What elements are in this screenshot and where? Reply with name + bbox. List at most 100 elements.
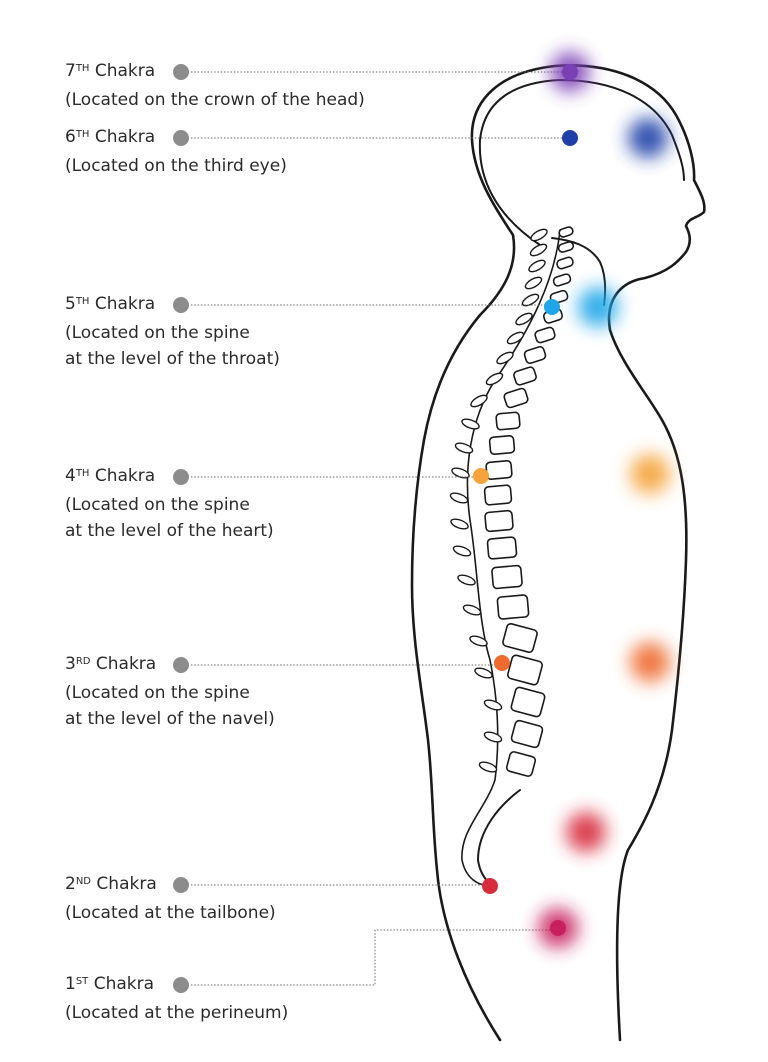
chakra-2-marker-dot [173,877,189,893]
chakra-5-glow [578,287,618,327]
vertebra-body [523,345,547,365]
vertebra-body [486,536,518,560]
chakra-3-label: 3RD Chakra (Located on the spine at the le… [65,651,275,732]
vertebra-process [529,243,548,257]
chakra-3-point [494,655,510,671]
chakra-7-title: 7TH Chakra [65,58,365,87]
vertebra-process [470,394,488,408]
chakra-4-glow [630,454,670,494]
chakra-6-label: 6TH Chakra (Located on the third eye) [65,124,287,179]
chakra-points [473,64,578,936]
vertebra-process [496,351,514,365]
chakra-word: Chakra [89,466,156,486]
chakra-3-marker-dot [173,657,189,673]
body-outline [410,64,706,1042]
chakra-2-title: 2ND Chakra [65,871,276,900]
chakra-1-label: 1ST Chakra (Located at the perineum) [65,971,288,1026]
skull-outline [478,78,685,246]
chakra-word: Chakra [89,294,156,314]
vertebra-process [506,331,525,345]
chakra-5-point [544,299,560,315]
chakra-7-point [562,64,578,80]
vertebra-body [505,751,537,777]
ordinal-suffix: ND [75,876,92,887]
chakra-7-label: 7TH Chakra (Located on the crown of the h… [65,58,365,113]
chakra-number: 7 [65,61,76,81]
chakra-word: Chakra [90,654,157,674]
vertebra-body [552,273,572,287]
vertebra-process [462,604,482,616]
vertebra-process [461,418,480,430]
chakra-4-description-line: (Located on the spine [65,495,250,515]
vertebra-body [496,594,530,620]
chakra-1-title: 1ST Chakra [65,971,288,1000]
vertebra-process [530,228,548,242]
chakra-word: Chakra [89,61,156,81]
vertebra-body [558,226,574,238]
vertebra-body [502,622,538,654]
chakra-6-description-line: (Located on the third eye) [65,156,287,176]
vertebra-process [454,442,474,454]
chakra-1-marker-dot [173,977,189,993]
chakra-3-description-line: (Located on the spine [65,683,250,703]
chakra-6-point [562,130,578,146]
ordinal-suffix: TH [75,468,90,479]
chakra-5-description-line: at the level of the throat) [65,349,280,369]
vertebra-body [485,459,513,481]
connector-lines [191,71,570,986]
vertebra-process [474,667,493,679]
chakra-number: 6 [65,127,76,147]
chakra-6-glow [628,118,668,158]
chakra-3-title: 3RD Chakra [65,651,275,680]
vertebra-process [469,635,488,647]
vertebrae [449,226,575,777]
vertebra-process [449,492,469,504]
chakra-5-marker-dot [173,297,189,313]
chakra-number: 2 [65,874,76,894]
chakra-5-description-line: (Located on the spine [65,323,250,343]
vertebra-process [515,312,533,326]
chakra-6-title: 6TH Chakra [65,124,287,153]
chakra-7-marker-dot [173,64,189,80]
chakra-word: Chakra [91,874,157,894]
ordinal-suffix: TH [75,129,90,140]
ordinal-suffix: TH [75,296,90,307]
spinal-canal [461,229,561,886]
chakra-5-label: 5TH Chakra (Located on the spine at the le… [65,291,280,372]
chakra-5-title: 5TH Chakra [65,291,280,320]
vertebra-process [452,545,472,557]
vertebra-body [513,366,537,386]
vertebra-process [483,699,503,711]
vertebra-process [483,731,503,743]
vertebra-process [450,518,469,530]
chakra-4-point [473,468,489,484]
chakra-glows [538,52,670,948]
vertebra-body [556,256,574,270]
chakra-number: 5 [65,294,76,314]
chakra-number: 1 [65,974,76,994]
chakra-number: 3 [65,654,76,674]
chakra-2-point [482,878,498,894]
chakra-2-description-line: (Located at the tailbone) [65,903,276,923]
chakra-4-title: 4TH Chakra [65,463,274,492]
vertebra-body [534,326,556,344]
chakra-word: Chakra [89,127,156,147]
chakra-number: 4 [65,466,76,486]
vertebra-process [478,761,498,773]
chakra-1-point [550,920,566,936]
vertebra-body [503,387,529,409]
chakra-1-connector [191,929,552,986]
vertebra-process [528,259,546,273]
vertebra-body [488,435,516,455]
chakra-7-description-line: (Located on the crown of the head) [65,90,365,110]
vertebra-process [457,574,476,586]
ordinal-suffix: RD [75,656,91,667]
chakra-3-description-line: at the level of the navel) [65,709,275,729]
vertebra-body [483,484,513,506]
sacrum-curve [476,789,521,887]
chakra-1-description-line: (Located at the perineum) [65,1003,289,1023]
vertebra-body [510,719,544,749]
